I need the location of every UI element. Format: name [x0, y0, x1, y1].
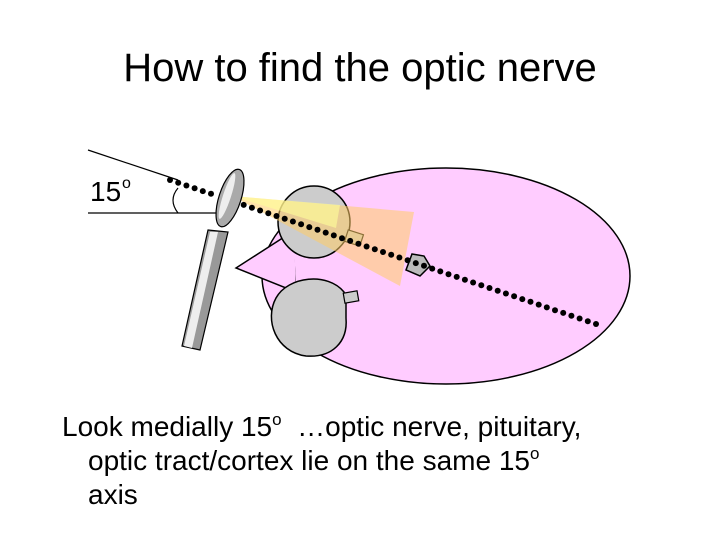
axis-dot	[347, 237, 354, 244]
axis-dot	[339, 235, 345, 242]
axis-dot	[461, 276, 468, 283]
axis-dot	[478, 282, 485, 289]
axis-dot	[445, 271, 452, 278]
caption-line2: optic tract/cortex lie on the same 15o	[62, 444, 702, 478]
axis-dot	[584, 318, 591, 325]
angle-arc	[172, 187, 179, 214]
axis-dot	[257, 207, 264, 214]
axis-dot	[527, 298, 534, 305]
axis-dot	[593, 321, 599, 327]
axis-dot	[412, 260, 419, 267]
axis-dot	[306, 224, 313, 231]
slide-title: How to find the optic nerve	[123, 46, 597, 90]
axis-dot	[265, 210, 272, 217]
axis-dot	[199, 188, 206, 195]
axis-dot	[330, 232, 337, 239]
axis-dot	[322, 229, 329, 236]
axis-dot	[191, 185, 198, 192]
axis-dot	[568, 312, 575, 319]
axis-dot	[355, 240, 362, 247]
axis-dot	[208, 190, 214, 197]
axis-dot	[273, 213, 280, 219]
axis-dots	[167, 177, 599, 327]
axis-dot	[543, 304, 550, 311]
axis-dot	[502, 290, 509, 297]
view-wedge-highlight	[232, 196, 340, 228]
probe-lens-shine	[218, 173, 236, 219]
axis-dot	[167, 177, 173, 183]
axis-dot	[404, 257, 411, 264]
axis-dot	[314, 226, 321, 233]
angle-label: 15	[90, 176, 121, 207]
eye-globe-lower	[270, 278, 347, 357]
axis-dot	[486, 285, 493, 291]
axis-dot	[453, 273, 460, 280]
brain-fill-cover	[262, 236, 296, 290]
axis-dot	[380, 249, 386, 255]
caption-line1-b: …optic nerve, pituitary,	[281, 411, 582, 442]
caption-line3: axis	[88, 479, 138, 510]
axis-dot	[560, 309, 567, 316]
axis-dot	[363, 243, 370, 250]
axis-dot	[576, 315, 583, 322]
caption-line2-sup: o	[530, 444, 540, 463]
axis-dot	[519, 296, 526, 303]
axis-dot	[248, 204, 255, 211]
axis-dot	[371, 246, 378, 253]
axis-dot	[429, 265, 436, 272]
axis-dot	[396, 254, 403, 261]
axis-dot	[470, 279, 477, 286]
axis-dot	[240, 201, 247, 208]
caption-line2-a: optic tract/cortex lie on the same 15	[88, 445, 530, 476]
axis-dot	[552, 307, 558, 314]
angle-degree-sup: o	[122, 175, 131, 192]
axis-dot	[437, 268, 444, 275]
angle-line	[87, 149, 179, 181]
caption: Look medially 15o …optic nerve, pituitar…	[62, 410, 702, 512]
caption-line1-sup: o	[272, 410, 282, 429]
probe-shaft-highlight	[184, 232, 218, 348]
axis-dot	[183, 182, 190, 189]
axis-dot	[511, 293, 518, 300]
axis-dot	[281, 215, 288, 222]
axis-dot	[421, 262, 427, 269]
axis-dot	[388, 251, 395, 258]
axis-dot	[289, 218, 296, 225]
lower-nerve-stub	[342, 290, 360, 304]
axis-dot	[535, 301, 542, 308]
caption-line1-a: Look medially 15	[62, 411, 273, 442]
axis-dot	[494, 287, 501, 294]
axis-dot	[175, 179, 182, 186]
axis-dot	[298, 221, 305, 228]
